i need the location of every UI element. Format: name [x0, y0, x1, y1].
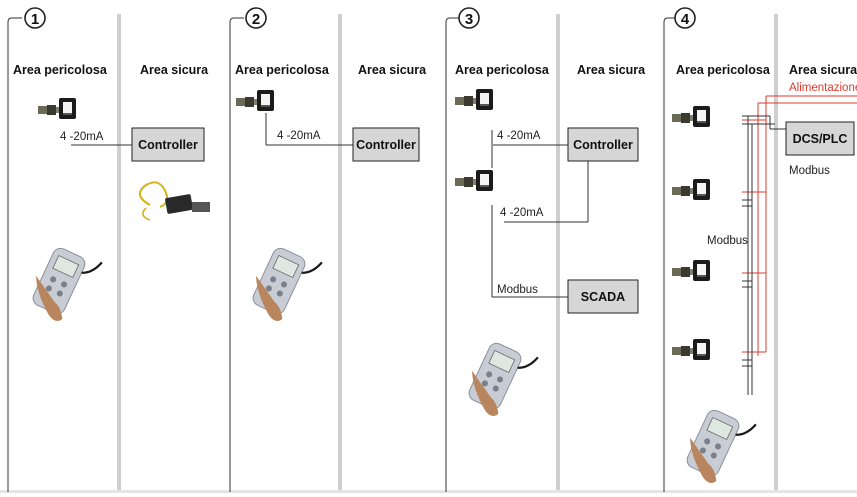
panel-1-safe-label: Area sicura [140, 63, 209, 77]
panel-3-number-badge [458, 7, 480, 29]
panel-2-signal-label: 4 -20mA [277, 130, 321, 142]
panel-2-number: 2 [252, 11, 260, 28]
portable-analyzer-icon [675, 400, 757, 492]
panel-1-number: 1 [31, 11, 39, 28]
panel-1-controller-label: Controller [138, 138, 198, 152]
panel-1-hazard-label: Area pericolosa [13, 63, 108, 77]
panel-4-modbus-label-2: Modbus [707, 235, 748, 247]
panel-3-scada-label: SCADA [581, 290, 625, 304]
panel-2-bracket [229, 17, 244, 492]
panel-3-bracket [445, 17, 460, 492]
panel-4: 4 Area pericolosa Area sicura Alimentazi… [663, 7, 857, 492]
panel-3-signal-label-1: 4 -20mA [497, 130, 541, 142]
panel-4-number-badge [674, 7, 696, 29]
panel-4-hazard-label: Area pericolosa [676, 63, 771, 77]
panel-2-safe-label: Area sicura [358, 63, 427, 77]
gas-detector-icon [38, 98, 76, 119]
divider-panel-4 [774, 14, 778, 492]
divider-panel-3 [556, 14, 560, 492]
panel-3-controller-label: Controller [573, 138, 633, 152]
panel-1-controller-box [131, 127, 205, 162]
cable-sensor-icon [139, 181, 210, 221]
panel-2: 2 Area pericolosa Area sicura 4 -20mA Co… [229, 7, 427, 492]
gas-detector-icon [236, 90, 274, 111]
gas-detector-icon [672, 339, 710, 360]
divider-lines [0, 14, 857, 493]
gas-detector-icon [672, 106, 710, 127]
gas-detector-icon [455, 89, 493, 110]
panel-1-signal-label: 4 -20mA [60, 131, 104, 143]
divider-panel-2 [338, 14, 342, 492]
panel-4-power-label: Alimentazione [789, 82, 857, 94]
modbus-lines [742, 115, 786, 395]
panel-2-hazard-label: Area pericolosa [235, 63, 330, 77]
gas-detector-icon [672, 179, 710, 200]
panel-1-number-badge [24, 7, 46, 29]
bottom-rule [0, 490, 857, 493]
panel-4-dcs-box [785, 121, 855, 156]
panel-3-safe-label: Area sicura [577, 63, 646, 77]
portable-analyzer-icon [457, 333, 539, 425]
panel-4-safe-label: Area sicura [789, 63, 857, 77]
panel-2-controller-label: Controller [356, 138, 416, 152]
panel-3-hazard-label: Area pericolosa [455, 63, 550, 77]
panel-3-modbus-label: Modbus [497, 284, 538, 296]
panel-3: 3 Area pericolosa Area sicura 4 -20mA Co… [445, 7, 646, 492]
panel-3-number: 3 [465, 11, 473, 28]
divider-panel-1 [117, 14, 121, 492]
portable-analyzer-icon [21, 238, 103, 330]
panel-4-number: 4 [681, 11, 690, 28]
portable-analyzer-icon [241, 238, 323, 330]
panel-1-bracket [7, 17, 22, 492]
panel-1: 1 Area pericolosa Area sicura 4 -20mA Co… [7, 7, 210, 492]
panel-3-scada-box [567, 279, 639, 314]
power-lines [742, 95, 857, 356]
panel-3-controller-box [567, 127, 639, 162]
panel-4-bracket [663, 17, 678, 492]
gas-detector-icon [672, 260, 710, 281]
panel-2-number-badge [245, 7, 267, 29]
panel-3-signal-label-2: 4 -20mA [500, 207, 544, 219]
panel-4-modbus-label-1: Modbus [789, 165, 830, 177]
gas-detector-icon [455, 170, 493, 191]
panel-4-dcs-label: DCS/PLC [793, 132, 848, 146]
panel-2-controller-box [352, 127, 420, 162]
